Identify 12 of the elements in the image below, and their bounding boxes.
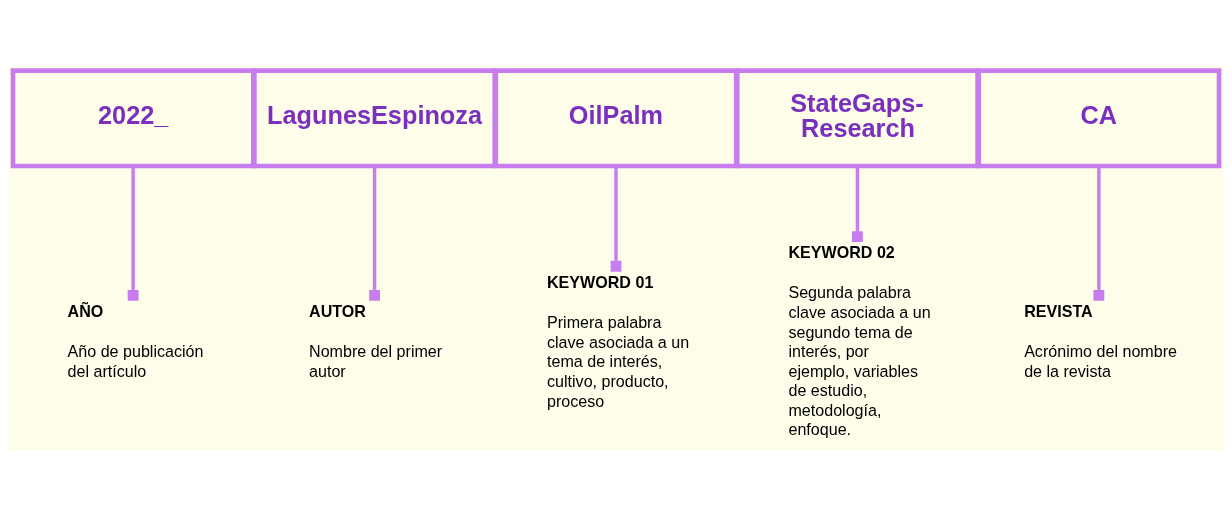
node-text: AÑO Año de publicación del artículo [67, 301, 204, 380]
node-box: LagunesEspinoza [252, 67, 497, 168]
node-text: REVISTA Acrónimo del nombre de la revista [1024, 301, 1177, 380]
node-text: KEYWORD 02 Segunda palabra clave asociada a un segundo tema de interés, por ejemplo, variables de estudio, metodología, enfoque. [788, 242, 931, 438]
connector [127, 165, 139, 301]
node-box: CA [976, 67, 1222, 168]
node-text: KEYWORD 01 Primera palabra clave asociada a un tema de interés, cultivo, producto, proceso [547, 272, 690, 410]
connector [369, 165, 380, 301]
node-text: AUTOR Nombre del primer autor [309, 301, 443, 380]
connector [610, 165, 622, 272]
connector [1093, 165, 1105, 301]
connector [852, 165, 863, 242]
